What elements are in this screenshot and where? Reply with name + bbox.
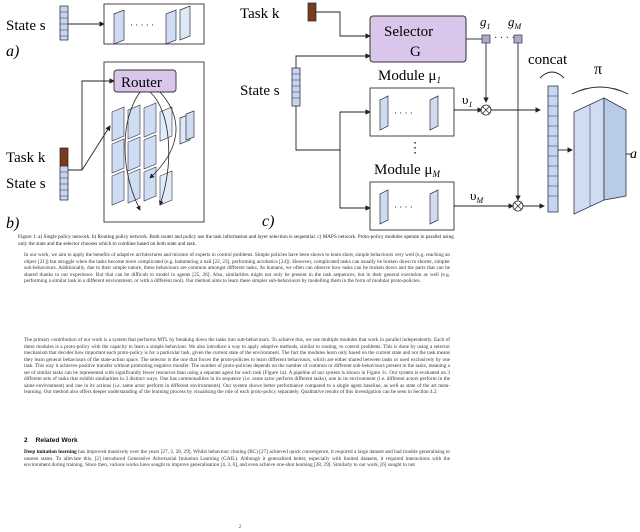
panel-a: State s · · · · · a) xyxy=(6,3,205,60)
panel-b-task-vector xyxy=(59,147,69,167)
panel-b-layer-grid xyxy=(111,102,173,206)
gM-cell xyxy=(513,34,523,44)
svg-text:· · · ·: · · · · xyxy=(394,202,413,212)
g1-cell xyxy=(481,34,491,44)
module-m-label: Module μM xyxy=(374,162,440,179)
svg-text:· · · · ·: · · · · · xyxy=(130,20,154,30)
router-label: Router xyxy=(121,75,162,91)
related-work-text: has improved massively over the years [2… xyxy=(24,449,450,469)
section-heading: 2 Related Work xyxy=(24,437,78,444)
svg-text:⋮: ⋮ xyxy=(408,141,422,156)
page-number: 2 xyxy=(238,525,242,530)
gM-label: gM xyxy=(508,14,523,31)
panel-a-state-label: State s xyxy=(6,18,46,34)
panel-c-task-label: Task k xyxy=(240,6,280,22)
related-work-paragraph: Deep imitation learning has improved mas… xyxy=(24,449,450,469)
panel-a-network-box xyxy=(103,3,205,45)
section-title: Related Work xyxy=(35,437,78,444)
selector-label-line1: Selector xyxy=(384,24,433,40)
panel-b-state-label: State s xyxy=(6,176,46,192)
panel-c-label: c) xyxy=(262,213,274,230)
panel-b: Router Task k State s xyxy=(6,61,205,232)
paragraph-2: The primary contribution of our work is … xyxy=(24,337,450,396)
policy-network xyxy=(573,97,627,215)
multiply-1-icon xyxy=(480,104,492,116)
panel-b-label: b) xyxy=(6,215,19,232)
panel-c-task-vector xyxy=(307,2,317,22)
panel-b-network-box xyxy=(103,61,205,223)
panel-b-task-label: Task k xyxy=(6,150,46,166)
g1-label: g1 xyxy=(480,14,491,31)
panel-c-state-label: State s xyxy=(240,83,280,99)
panel-a-state-vector xyxy=(59,5,69,41)
pi-label: π xyxy=(594,61,602,78)
module-1-label: Module μ1 xyxy=(378,68,441,85)
svg-text:· · · ·: · · · · xyxy=(494,33,515,44)
selector-label-line2: G xyxy=(410,44,421,60)
action-label: a xyxy=(630,147,637,162)
vM-label: υM xyxy=(470,188,484,205)
related-work-lead: Deep imitation learning xyxy=(24,449,77,455)
svg-text:· · · ·: · · · · xyxy=(394,108,413,118)
concat-vector xyxy=(547,85,559,213)
panel-c: Task k Selector G · · · · g1 gM State s … xyxy=(240,2,637,231)
multiply-m-icon xyxy=(512,200,524,212)
section-number: 2 xyxy=(24,437,28,444)
figure-caption: Figure 1: a) Single policy network. b) R… xyxy=(18,234,454,247)
module-1-box xyxy=(369,87,455,137)
panel-c-state-vector xyxy=(291,67,301,107)
panel-a-label: a) xyxy=(6,43,19,60)
panel-b-state-vector xyxy=(59,165,69,201)
concat-label: concat xyxy=(528,52,568,68)
v1-label: υ1 xyxy=(462,92,472,109)
paragraph-1: In our work, we aim to apply the benefit… xyxy=(24,252,450,285)
figure-1: State s · · · · · a) Router xyxy=(6,2,637,232)
